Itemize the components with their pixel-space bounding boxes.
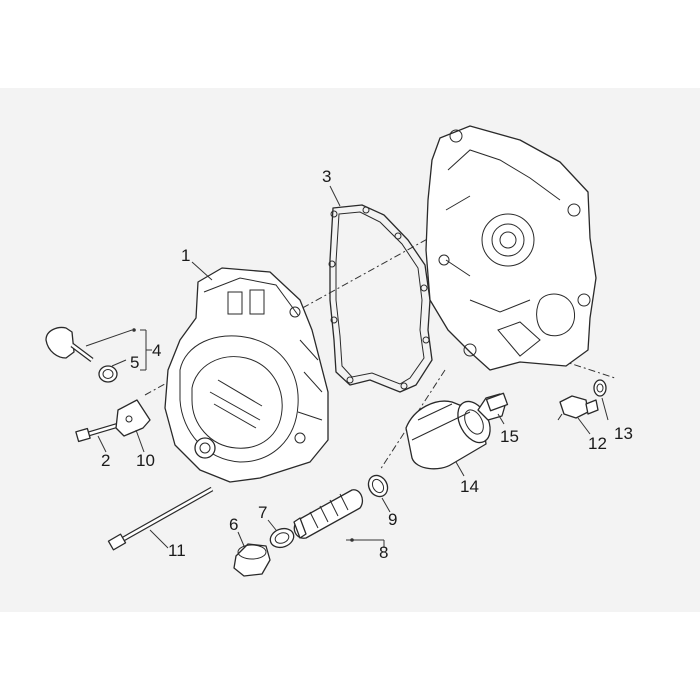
bracket-part bbox=[115, 399, 151, 437]
callout-1: 1 bbox=[181, 246, 190, 265]
callout-6: 6 bbox=[229, 515, 238, 534]
long-bolt-part bbox=[107, 486, 214, 551]
sensor-part bbox=[557, 395, 599, 421]
callout-4: 4 bbox=[152, 341, 161, 360]
mesh-strainer-part bbox=[293, 489, 364, 539]
callout-8: 8 bbox=[379, 543, 388, 562]
drain-plug-part bbox=[233, 543, 271, 577]
assembly-axis-sensor bbox=[559, 359, 616, 379]
o-ring-filter-part bbox=[367, 474, 389, 498]
fitting-part bbox=[477, 392, 509, 421]
dipstick-cap-part bbox=[45, 326, 94, 362]
callout-10: 10 bbox=[136, 451, 155, 470]
assembly-axis-filter bbox=[379, 369, 446, 471]
callout-11: 11 bbox=[168, 541, 186, 560]
gasket-part bbox=[328, 204, 433, 393]
callout-14: 14 bbox=[460, 477, 479, 496]
callout-9: 9 bbox=[388, 510, 397, 529]
callout-3: 3 bbox=[322, 167, 331, 186]
leader-lines bbox=[85, 185, 609, 549]
washer-part bbox=[593, 379, 607, 397]
flywheel-cover-part bbox=[164, 267, 329, 483]
callout-5: 5 bbox=[130, 353, 139, 372]
crankcase-part bbox=[425, 125, 597, 371]
callout-15: 15 bbox=[500, 427, 519, 446]
o-ring-plug-part bbox=[269, 527, 295, 549]
o-ring-small-part bbox=[98, 365, 118, 383]
callout-12: 12 bbox=[588, 434, 607, 453]
callout-13: 13 bbox=[614, 424, 633, 443]
callout-2: 2 bbox=[101, 451, 110, 470]
callout-7: 7 bbox=[258, 503, 267, 522]
